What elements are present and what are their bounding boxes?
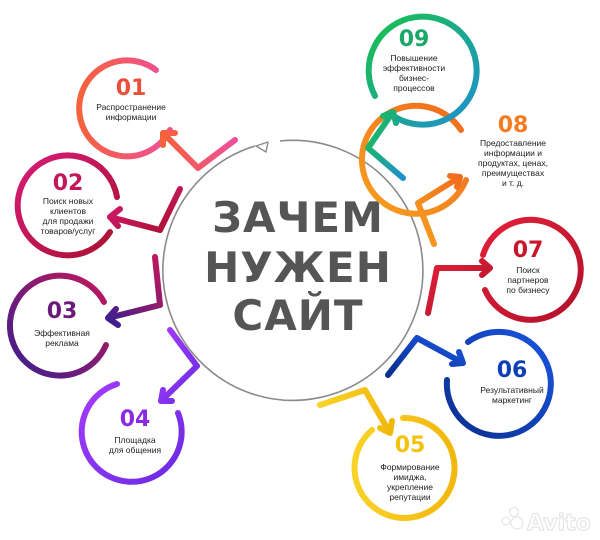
item-label: Поиск новых	[43, 196, 94, 206]
arrow-icon	[158, 327, 200, 404]
item-number: 04	[120, 407, 151, 432]
item-label: клиентов	[50, 206, 86, 216]
item-number: 08	[498, 113, 529, 138]
arrow-icon	[105, 254, 163, 328]
item-label: имиджа,	[393, 472, 426, 482]
item-label: товаров/услуг	[41, 226, 96, 236]
item-label: реклама	[45, 338, 79, 348]
item-label: Площадка	[114, 435, 155, 445]
item-label: Предоставление	[480, 138, 546, 148]
item-08: 08 Предоставление информации и продуктах…	[358, 102, 548, 247]
item-label: по бизнесу	[506, 285, 550, 295]
item-label: Распространение	[96, 102, 166, 112]
center-circle: ЗАЧЕМ НУЖЕН САЙТ	[162, 139, 424, 402]
item-label: Результативный	[480, 385, 544, 395]
item-09: 09 Повышение эффективности бизнес- проце…	[365, 13, 480, 181]
avito-logo-icon	[501, 516, 511, 526]
item-05: 05 Формирование имиджа, укрепление репут…	[317, 387, 458, 521]
item-label: преимуществах	[482, 168, 545, 178]
item-label: репутации	[389, 492, 430, 502]
title-line-2: НУЖЕН	[204, 243, 392, 292]
item-label: информации и	[484, 148, 542, 158]
arrow-icon	[415, 173, 463, 247]
item-label: процессов	[393, 83, 435, 93]
arrow-icon	[385, 335, 466, 378]
arrow-icon	[365, 109, 406, 181]
arrow-icon	[425, 258, 493, 316]
item-number: 07	[513, 238, 544, 263]
item-07: 07 Поиск партнеров по бизнесу	[425, 216, 584, 323]
cycle-arrowhead-icon	[255, 141, 269, 153]
item-label: и т. д.	[502, 178, 524, 188]
watermark-text: Avito	[527, 511, 591, 536]
item-label: Формирование	[380, 462, 440, 472]
item-label: укрепление	[387, 482, 433, 492]
item-label: Эффективная	[34, 328, 90, 338]
item-number: 01	[116, 76, 147, 101]
item-label: Поиск	[516, 265, 540, 275]
item-label: маркетинг	[492, 395, 532, 405]
item-03: 03 Эффективная реклама	[6, 254, 163, 379]
arrow-icon	[317, 387, 395, 436]
item-label: партнеров	[507, 275, 549, 285]
item-06: 06 Результативный маркетинг	[385, 328, 554, 439]
item-02: 02 Поиск новых клиентов для продажи това…	[14, 152, 183, 259]
item-number: 03	[47, 299, 78, 324]
item-number: 05	[395, 433, 426, 458]
item-label: продуктах, ценах,	[478, 158, 548, 168]
item-label: бизнес-	[399, 73, 429, 83]
item-01: 01 Распространение информации	[76, 57, 238, 171]
avito-watermark: Avito	[501, 506, 591, 537]
item-label: эффективности	[383, 63, 446, 73]
arrow-icon	[160, 130, 238, 171]
item-number: 06	[497, 358, 528, 383]
item-label: Повышение	[390, 53, 437, 63]
item-label: информации	[106, 112, 157, 122]
item-label: для продажи	[43, 216, 94, 226]
title-line-3: САЙТ	[232, 290, 363, 340]
item-label: для общения	[109, 445, 162, 455]
item-04: 04 Площадка для общения	[78, 327, 200, 485]
arrow-icon	[107, 186, 183, 233]
item-number: 09	[399, 27, 430, 52]
title-line-1: ЗАЧЕМ	[212, 193, 384, 242]
item-number: 02	[53, 171, 84, 196]
